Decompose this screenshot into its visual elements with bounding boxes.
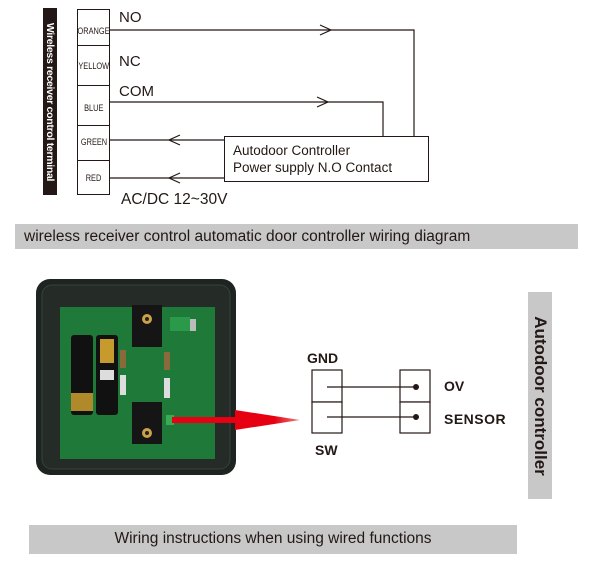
wire-no [110, 29, 415, 136]
dot-sensor [413, 414, 419, 420]
power-label: AC/DC 12~30V [121, 191, 228, 208]
controller-box: Autodoor Controller Power supply N.O Con… [224, 136, 429, 182]
top-connector [132, 305, 162, 347]
dot-ov [413, 384, 419, 390]
arrow-no [319, 24, 333, 36]
arrow-green [167, 134, 181, 146]
controller-title: Autodoor controller [531, 315, 550, 476]
caption-wireless-text: wireless receiver control automatic door… [24, 228, 471, 245]
label-nc: NC [119, 53, 141, 70]
caption-wired-text: Wiring instructions when using wired fun… [114, 530, 432, 547]
controller-title-strip: Autodoor controller [528, 292, 552, 499]
terminal-blue: BLUE [77, 85, 110, 126]
wired-wiring-lines [311, 369, 431, 434]
terminal-red: RED [77, 160, 110, 195]
label-sw: SW [315, 442, 338, 458]
terminal-gnd [311, 369, 343, 403]
top-wiring-lines [110, 24, 415, 184]
battery-icon [71, 335, 118, 415]
controller-box-line1: Autodoor Controller [233, 143, 351, 158]
wire-com [110, 101, 384, 136]
caption-wired: Wiring instructions when using wired fun… [29, 525, 517, 554]
label-com: COM [119, 83, 154, 100]
label-no: NO [119, 9, 142, 26]
controller-box-line2: Power supply N.O Contact [233, 160, 393, 175]
wired-terminal [166, 415, 174, 425]
arrow-com [316, 96, 330, 108]
terminal-green: GREEN [77, 125, 110, 161]
label-gnd: GND [307, 350, 339, 366]
pointer-arrow [172, 410, 300, 430]
label-ov: OV [444, 378, 465, 394]
terminal-title-strip: Wireless receiver control terminal [43, 8, 57, 195]
arrow-red [167, 172, 181, 184]
caption-wireless: wireless receiver control automatic door… [15, 224, 578, 249]
label-sensor: SENSOR [444, 411, 507, 427]
receiver-device-photo [36, 279, 236, 475]
